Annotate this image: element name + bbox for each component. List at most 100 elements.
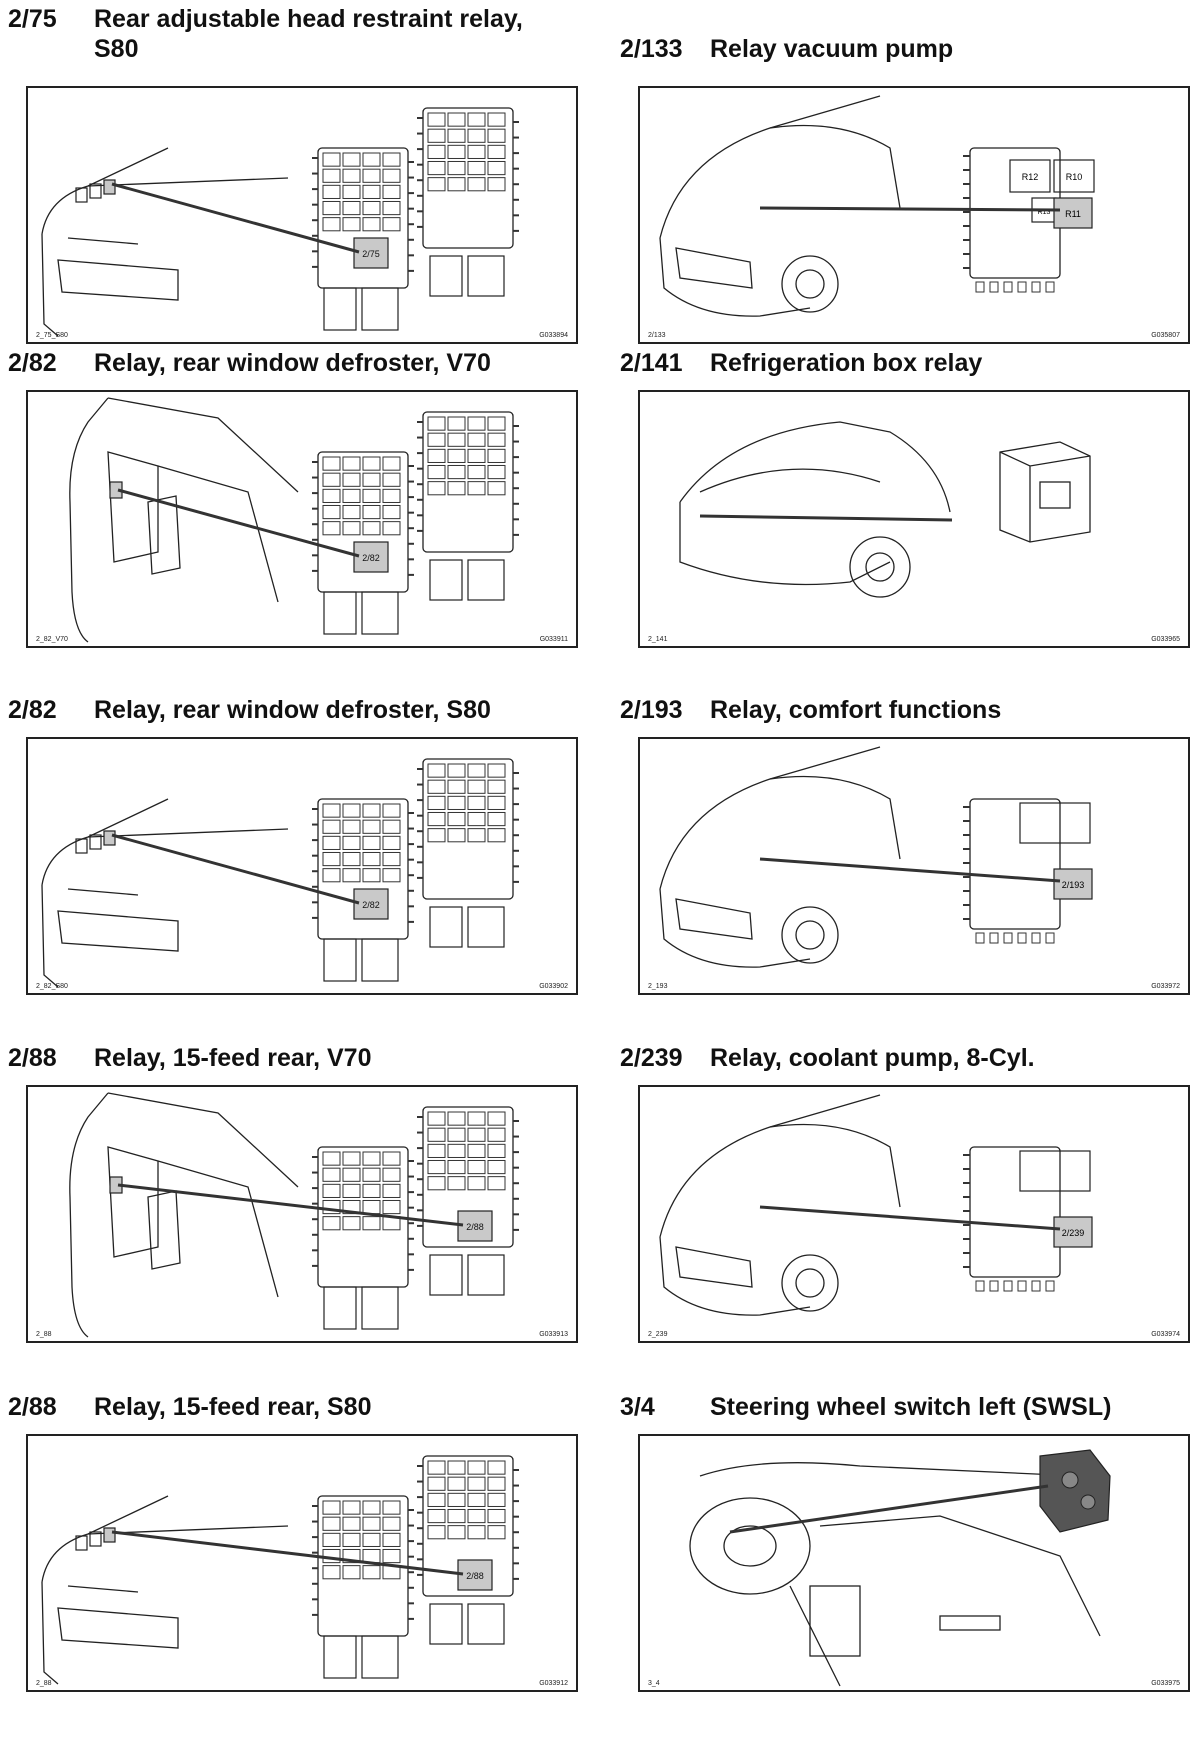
trunk-relay bbox=[75, 838, 88, 854]
car-outline bbox=[41, 1495, 169, 1583]
panel-tab bbox=[1045, 932, 1055, 944]
image-ref-right: G033972 bbox=[1151, 983, 1180, 990]
entry-2-88-v70: 2/88 Relay, 15-feed rear, V70 2/88 2_88 … bbox=[8, 1043, 578, 1388]
relay-callout: 2/82 bbox=[362, 553, 380, 563]
leader-line bbox=[759, 206, 1061, 212]
entry-2-239: 2/239 Relay, coolant pump, 8-Cyl. 2/239 … bbox=[620, 1043, 1190, 1388]
front-wheel bbox=[781, 1254, 839, 1312]
diagram-frame: 2/82 2_82_V70 G033911 bbox=[26, 390, 578, 648]
car-outline bbox=[41, 798, 169, 886]
entry-code: 2/75 bbox=[8, 5, 57, 33]
diagram-illustration: 2/82 bbox=[69, 397, 519, 643]
entry-title: Relay, 15-feed rear, V70 bbox=[94, 1044, 372, 1072]
relay-slot bbox=[361, 1286, 399, 1330]
diagram-illustration: 2/82 bbox=[41, 758, 519, 988]
car-outline bbox=[659, 1094, 881, 1238]
relay-slot bbox=[467, 255, 505, 297]
image-ref-right: G033975 bbox=[1151, 1680, 1180, 1687]
panel-tab bbox=[975, 1280, 985, 1292]
relay-r12 bbox=[1009, 159, 1051, 193]
panel-tab bbox=[989, 281, 999, 293]
steering-hub bbox=[723, 1525, 777, 1567]
trunk-relay bbox=[103, 830, 116, 846]
car-outline bbox=[87, 828, 289, 838]
trunk-relay bbox=[75, 1535, 88, 1551]
fuse-box-right bbox=[417, 107, 519, 249]
relay-slot bbox=[429, 559, 463, 601]
panel-tab bbox=[1031, 1280, 1041, 1292]
panel-tab bbox=[1031, 281, 1041, 293]
relay-block bbox=[1019, 802, 1091, 844]
side-panel bbox=[147, 1190, 181, 1270]
entry-2-193: 2/193 Relay, comfort functions 2/193 2_1… bbox=[620, 695, 1190, 1040]
image-ref-left: 2_141 bbox=[648, 636, 668, 643]
image-ref-left: 2_88 bbox=[36, 1331, 52, 1338]
relay-callout: 2/88 bbox=[466, 1222, 484, 1232]
relay-slot bbox=[323, 938, 357, 982]
trunk-relay bbox=[89, 183, 102, 199]
car-outline bbox=[659, 746, 881, 890]
diagram-frame: 2/239 2_239 G033974 bbox=[638, 1085, 1190, 1343]
highlighted-relay bbox=[353, 237, 389, 269]
relay-callout: 2/88 bbox=[466, 1571, 484, 1581]
car-outline bbox=[41, 233, 59, 337]
image-ref-left: 2_82_V70 bbox=[36, 636, 68, 643]
leader-line bbox=[117, 1183, 464, 1227]
diagram-frame: 2/88 2_88 G033913 bbox=[26, 1085, 578, 1343]
highlighted-relay bbox=[353, 888, 389, 920]
entry-code: 2/239 bbox=[620, 1044, 683, 1072]
relay-slot bbox=[467, 1254, 505, 1296]
image-ref-right: G033974 bbox=[1151, 1331, 1180, 1338]
relay-slot bbox=[467, 1603, 505, 1645]
entry-code: 2/193 bbox=[620, 696, 683, 724]
relay-slot bbox=[467, 906, 505, 948]
panel-tab bbox=[1003, 281, 1013, 293]
entry-2-82-v70: 2/82 Relay, rear window defroster, V70 2… bbox=[8, 348, 578, 693]
hood-line bbox=[769, 1123, 901, 1208]
side-panel bbox=[147, 495, 181, 575]
wheel-hub bbox=[865, 552, 895, 582]
panel-tab bbox=[1045, 281, 1055, 293]
entry-3-4: 3/4 Steering wheel switch left (SWSL) 3_… bbox=[620, 1392, 1190, 1737]
car-outline bbox=[41, 1581, 59, 1685]
center-console bbox=[809, 1585, 861, 1657]
relay-callout: 2/193 bbox=[1062, 880, 1085, 890]
grille bbox=[675, 898, 753, 940]
entry-title: Relay, 15-feed rear, S80 bbox=[94, 1393, 372, 1421]
highlighted-relay bbox=[1053, 1216, 1093, 1248]
entry-code: 2/82 bbox=[8, 349, 57, 377]
dashboard-outline bbox=[789, 1515, 1101, 1687]
diagram-illustration: 2/239 bbox=[659, 1094, 1093, 1316]
relay-slot bbox=[361, 591, 399, 635]
relay-callout: R11 bbox=[1065, 209, 1081, 219]
image-ref-left: 2/133 bbox=[648, 332, 666, 339]
entry-code: 3/4 bbox=[620, 1393, 655, 1421]
entry-2-88-s80: 2/88 Relay, 15-feed rear, S80 2/88 2_88 … bbox=[8, 1392, 578, 1737]
diagram-illustration: 2/75 bbox=[41, 107, 519, 337]
diagram-frame: 2/82 2_82_S80 G033902 bbox=[26, 737, 578, 995]
leader-line bbox=[117, 488, 360, 558]
fuse-box-left bbox=[312, 1146, 414, 1288]
diagram-frame: 3_4 G033975 bbox=[638, 1434, 1190, 1692]
car-outline bbox=[679, 421, 951, 513]
relay-panel bbox=[969, 1146, 1061, 1278]
diagram-frame: 2/88 2_88 G033912 bbox=[26, 1434, 578, 1692]
highlighted-relay bbox=[457, 1559, 493, 1591]
relay-label: R10 bbox=[1066, 172, 1083, 182]
wheel-hub bbox=[795, 1268, 825, 1298]
grille bbox=[675, 1246, 753, 1288]
diagram-illustration bbox=[689, 1449, 1111, 1687]
cargo-area bbox=[157, 465, 279, 603]
entry-title: Refrigeration box relay bbox=[710, 349, 983, 377]
image-ref-right: G035807 bbox=[1151, 332, 1180, 339]
cargo-area bbox=[157, 1160, 279, 1298]
relay-label: R13 bbox=[1038, 209, 1051, 216]
panel-tab bbox=[1017, 281, 1027, 293]
grille bbox=[675, 247, 753, 289]
dashboard-outline bbox=[699, 1462, 1081, 1477]
hood-line bbox=[769, 124, 901, 209]
fuse-box-right bbox=[417, 1455, 519, 1597]
panel-tab bbox=[1017, 1280, 1027, 1292]
entry-code: 2/133 bbox=[620, 35, 683, 63]
